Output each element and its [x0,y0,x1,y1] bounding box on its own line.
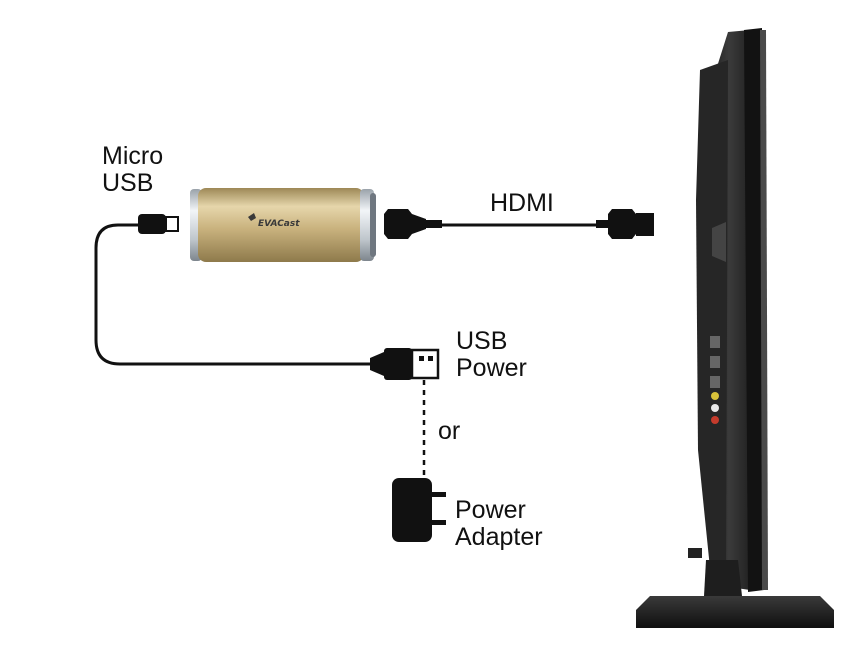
power-adapter-label: Power Adapter [455,497,543,551]
hdmi-port [710,336,720,348]
power-adapter-label-line: Power [455,496,526,524]
av-port [711,416,719,424]
av-port [711,392,719,400]
tv-side-view [636,28,834,628]
tv-bracket [712,222,726,262]
hdmi-port [710,356,720,368]
or-label: or [438,417,461,445]
evacast-dongle: EVACast [190,188,376,262]
hdmi-port [710,376,720,388]
micro-usb-label-line: USB [102,169,154,197]
micro-usb-label: Micro USB [102,143,163,197]
hdmi-label: HDMI [490,189,554,217]
av-port [711,404,719,412]
brand-label: EVACast [258,219,300,229]
usb-power-label-line: Power [456,354,527,382]
hdmi-cable [384,209,654,239]
usb-cable [94,223,372,366]
evacast-logo-icon [248,213,256,221]
power-adapter-icon [392,478,446,542]
micro-usb-plug [138,214,179,234]
usb-power-label: USB Power [456,328,527,382]
tv-stand [636,596,834,628]
usb-power-label-line: USB [456,327,508,355]
power-adapter-label-line: Adapter [455,523,543,551]
usb-a-plug [370,348,440,380]
micro-usb-label-line: Micro [102,142,164,170]
